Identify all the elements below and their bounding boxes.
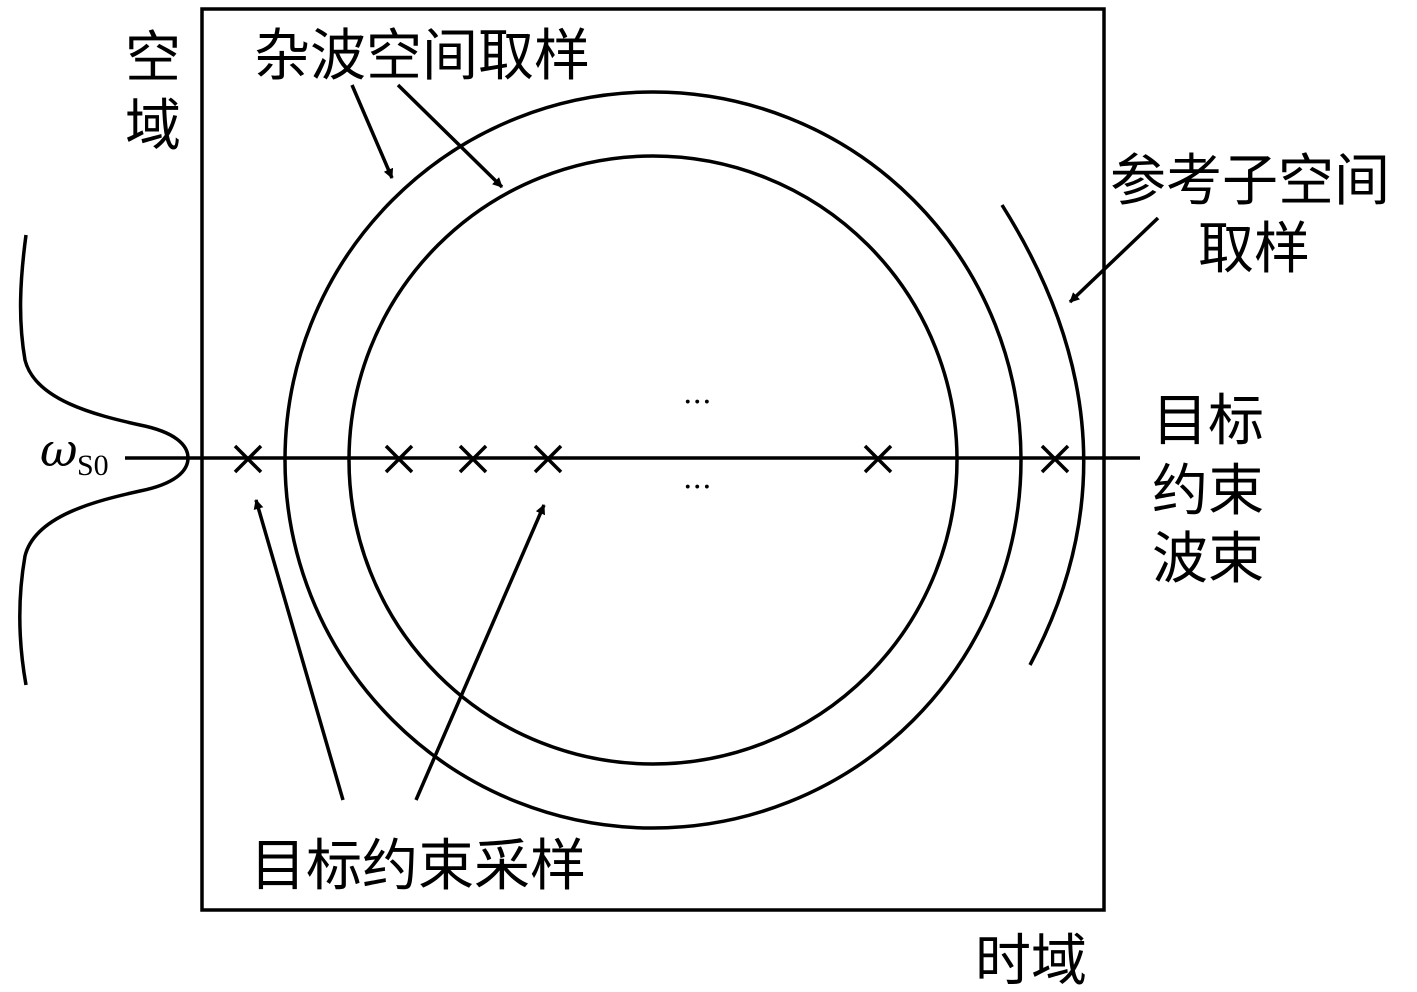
target-beam-label-3: 波束	[1152, 527, 1264, 592]
arrow-target-right	[414, 504, 546, 801]
arrow-target-left	[253, 499, 345, 801]
spatial-domain-label-2: 域	[125, 94, 181, 159]
omega-symbol: ω	[40, 423, 78, 477]
reference-subspace-label-1: 参考子空间	[1110, 149, 1390, 214]
sample-marker	[863, 444, 893, 474]
sample-marker	[533, 444, 563, 474]
arrow-clutter-outer	[350, 84, 394, 179]
spatial-domain-label-1: 空	[125, 26, 181, 91]
target-beam-label-1: 目标	[1152, 389, 1264, 454]
sample-markers	[233, 444, 1070, 474]
clutter-sampling-label: 杂波空间取样	[254, 24, 590, 89]
time-domain-label: 时域	[975, 929, 1087, 992]
ellipsis-top: ···	[683, 385, 712, 420]
target-beam-label-2: 约束	[1152, 459, 1264, 524]
omega-subscript: S0	[77, 449, 109, 482]
reference-subspace-label-2: 取样	[1198, 217, 1310, 282]
sample-marker	[1040, 444, 1070, 474]
arrow-reference-subspace	[1068, 216, 1160, 304]
inner-clutter-circle	[347, 154, 959, 766]
ellipsis-bottom: ···	[683, 470, 712, 505]
outer-clutter-circle	[283, 90, 1023, 830]
sample-marker	[384, 444, 414, 474]
reference-subspace-arc	[1000, 204, 1086, 666]
arrow-clutter-inner	[396, 83, 504, 189]
sample-marker	[233, 444, 263, 474]
sample-marker	[458, 444, 488, 474]
target-sampling-label: 目标约束采样	[250, 834, 586, 899]
beam-pattern-curve	[18, 234, 190, 686]
